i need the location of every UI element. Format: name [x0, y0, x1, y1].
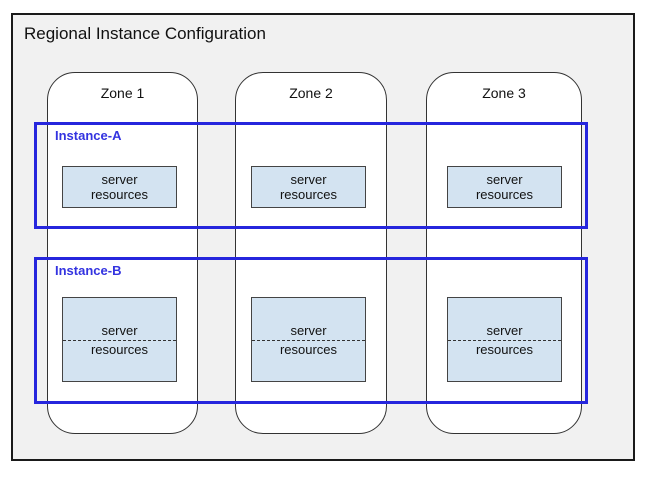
- instance-b-boundary: [34, 257, 588, 404]
- server-resources-line1: server: [101, 322, 138, 338]
- dashed-split-divider: [448, 339, 561, 341]
- dashed-split-divider: [252, 339, 365, 341]
- server-resources-line1: server: [101, 172, 138, 187]
- zone-1-label: Zone 1: [100, 85, 145, 101]
- server-resources-line1: server: [486, 322, 523, 338]
- server-resources-line1: server: [486, 172, 523, 187]
- zone-3-label: Zone 3: [482, 85, 526, 101]
- server-resources-line1: server: [290, 172, 327, 187]
- server-resources-line2: resources: [475, 187, 534, 202]
- zone-2-label: Zone 2: [289, 85, 333, 101]
- server-resources-box-b3: server resources: [447, 297, 562, 382]
- server-resources-box-b1: server resources: [62, 297, 177, 382]
- instance-b-label: Instance-B: [55, 263, 122, 278]
- server-resources-box-b2: server resources: [251, 297, 366, 382]
- server-resources-line1: server: [290, 322, 327, 338]
- server-resources-line2: resources: [90, 187, 149, 202]
- server-resources-line2: resources: [279, 341, 338, 357]
- server-resources-line2: resources: [475, 341, 534, 357]
- diagram-title: Regional Instance Configuration: [24, 24, 266, 43]
- instance-a-label: Instance-A: [55, 128, 122, 143]
- server-resources-line2: resources: [90, 341, 149, 357]
- server-resources-box-a1: server resources: [62, 166, 177, 208]
- server-resources-line2: resources: [279, 187, 338, 202]
- server-resources-box-a3: server resources: [447, 166, 562, 208]
- instance-a-boundary: [34, 122, 588, 229]
- server-resources-box-a2: server resources: [251, 166, 366, 208]
- dashed-split-divider: [63, 339, 176, 341]
